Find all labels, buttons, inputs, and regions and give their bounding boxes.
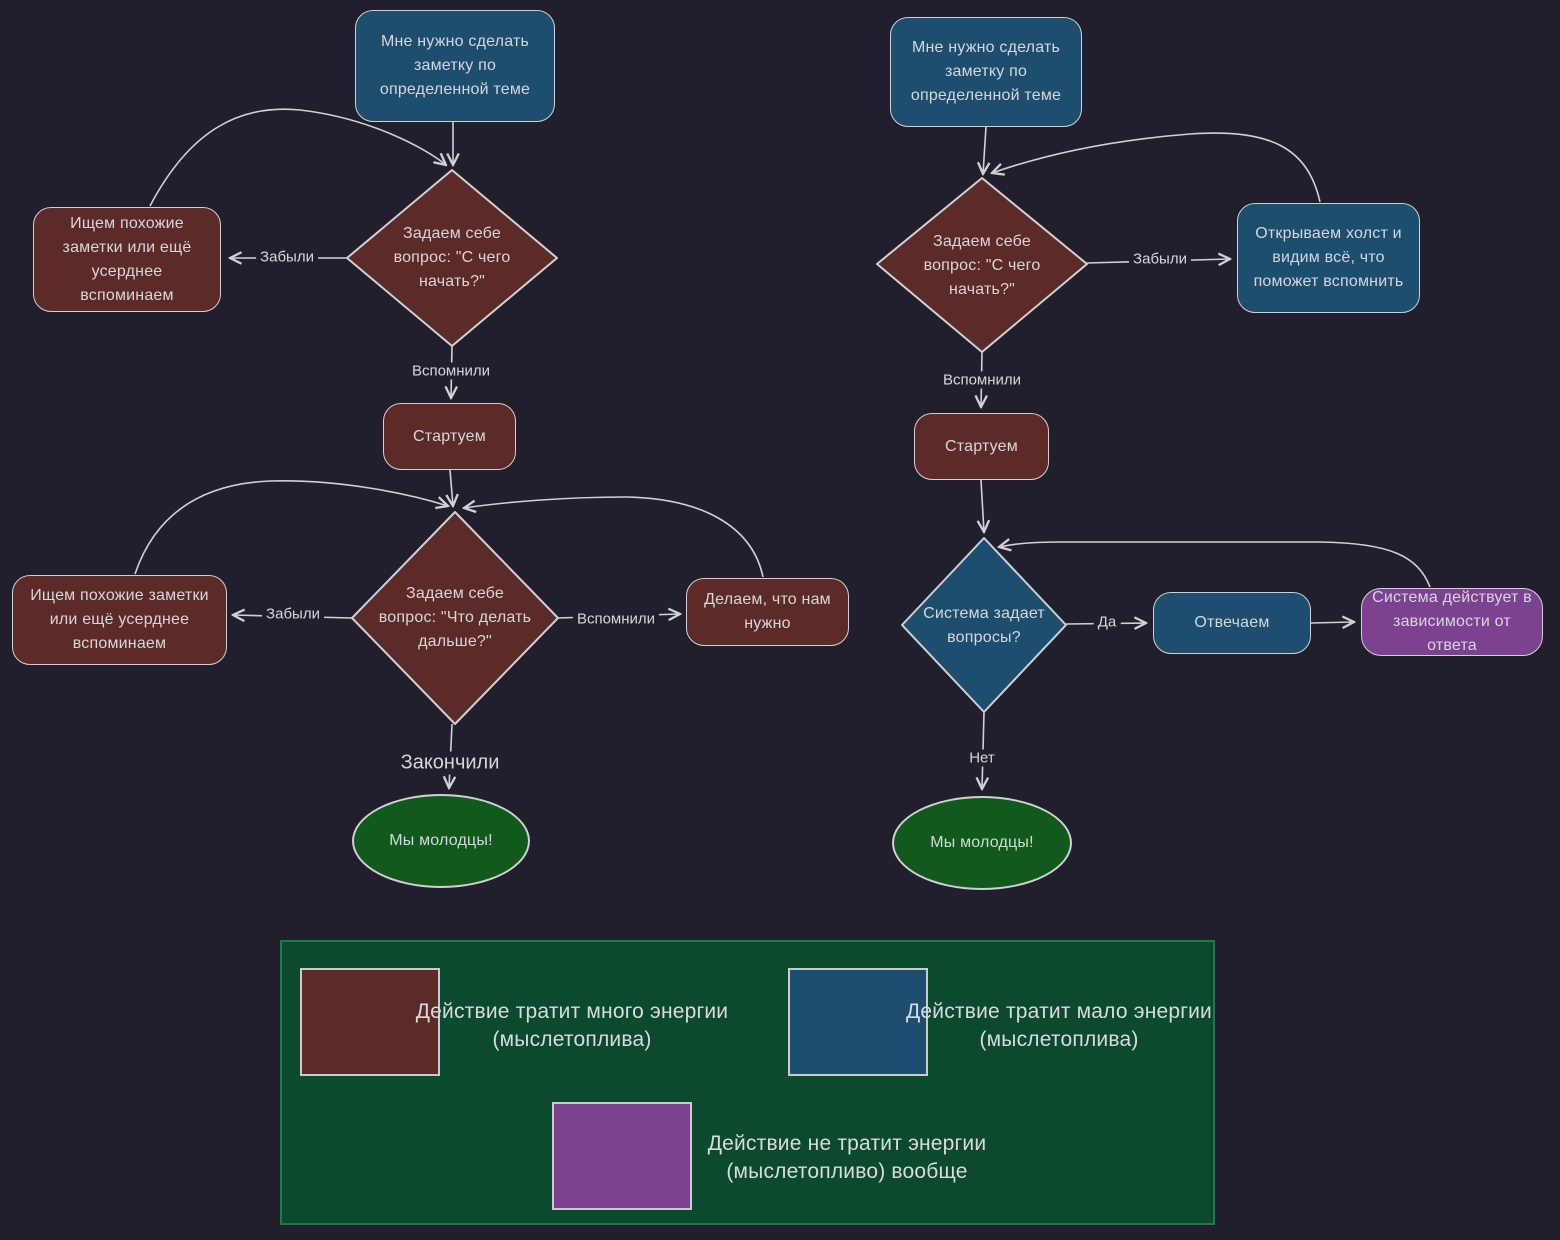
edge-label-left-remembered2: Вспомнили bbox=[572, 610, 660, 628]
edge-label-left-finished: Закончили bbox=[396, 751, 504, 775]
edge-label-right-forgot: Забыли bbox=[1129, 250, 1191, 268]
edge-label-right-remembered: Вспомнили bbox=[938, 371, 1026, 389]
diamond-left-question1-label: Задаем себе вопрос: "С чего начать?" bbox=[393, 225, 511, 290]
node-right-answer[interactable]: Отвечаем bbox=[1153, 592, 1311, 654]
legend-swatch-high-energy bbox=[300, 968, 440, 1076]
legend: Действие тратит много энергии (мыслетопл… bbox=[280, 940, 1215, 1225]
edge-right-start-to-q1 bbox=[983, 126, 986, 174]
edge-right-canvas-back-to-q1 bbox=[992, 132, 1321, 203]
edge-right-answer-to-system bbox=[1310, 622, 1354, 623]
legend-label-high-energy: Действие тратит много энергии (мыслетопл… bbox=[415, 1000, 729, 1052]
edge-left-search2-back-to-q2 bbox=[134, 480, 448, 575]
edge-label-left-remembered1: Вспомнили bbox=[407, 362, 495, 380]
node-left-start-doing[interactable]: Стартуем bbox=[383, 403, 516, 470]
diamond-left-question1[interactable] bbox=[346, 169, 558, 347]
edge-label-right-yes: Да bbox=[1093, 613, 1121, 631]
edge-left-search1-back-to-q1 bbox=[149, 108, 446, 207]
legend-swatch-low-energy bbox=[788, 968, 928, 1076]
diamond-right-question1[interactable] bbox=[876, 177, 1088, 353]
node-left-end[interactable]: Мы молодцы! bbox=[352, 794, 530, 888]
diamond-right-question1-label: Задаем себе вопрос: "С чего начать?" bbox=[923, 233, 1041, 298]
edge-label-left-forgot2: Забыли bbox=[262, 605, 324, 623]
edge-right-start-doing-to-q2 bbox=[981, 479, 984, 532]
node-left-search-notes2[interactable]: Ищем похожие заметки или ещё усерднее вс… bbox=[12, 575, 227, 665]
legend-swatch-no-energy bbox=[552, 1102, 692, 1210]
legend-label-no-energy: Действие не тратит энергии (мыслетопливо… bbox=[707, 1132, 987, 1184]
edge-right-system-back-to-q2 bbox=[999, 542, 1431, 588]
diamond-left-question2[interactable] bbox=[351, 511, 559, 725]
node-left-search-notes1[interactable]: Ищем похожие заметки или ещё усерднее вс… bbox=[33, 207, 221, 312]
node-right-end[interactable]: Мы молодцы! bbox=[892, 796, 1072, 890]
edge-label-left-forgot1: Забыли bbox=[256, 248, 318, 266]
edge-label-right-no: Нет bbox=[965, 749, 999, 767]
edge-left-do-back-to-q2 bbox=[464, 496, 764, 578]
node-left-start[interactable]: Мне нужно сделать заметку по определенно… bbox=[355, 10, 555, 122]
diamond-right-question2-label: Система задает вопросы? bbox=[923, 605, 1045, 646]
node-right-system-acts[interactable]: Система действует в зависимости от ответ… bbox=[1361, 588, 1543, 656]
diamond-left-question2-label: Задаем себе вопрос: "Что делать дальше?" bbox=[378, 585, 532, 650]
legend-label-low-energy: Действие тратит мало энергии (мыслетопли… bbox=[906, 1000, 1212, 1052]
edge-left-start-doing-to-q2 bbox=[450, 469, 453, 506]
diamond-right-question2[interactable] bbox=[901, 537, 1067, 713]
node-right-start[interactable]: Мне нужно сделать заметку по определенно… bbox=[890, 17, 1082, 127]
node-right-start-doing[interactable]: Стартуем bbox=[914, 413, 1049, 480]
node-right-open-canvas[interactable]: Открываем холст и видим всё, что поможет… bbox=[1237, 203, 1420, 313]
node-left-do-needed[interactable]: Делаем, что нам нужно bbox=[686, 578, 849, 646]
